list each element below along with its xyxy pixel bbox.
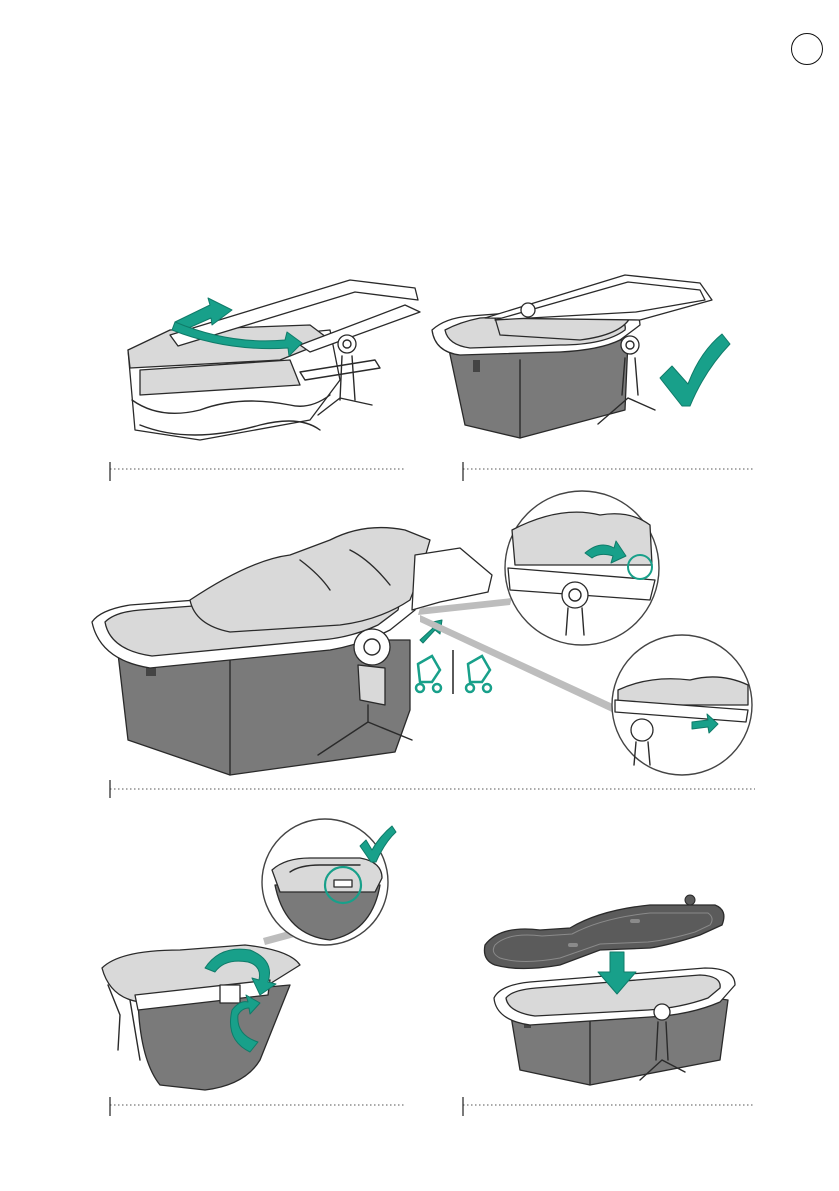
stroller-forward-icon: [416, 656, 441, 692]
step-5-illustration: [484, 895, 735, 1085]
zoom-detail-3: [262, 819, 388, 945]
zoom-detail-2: [612, 635, 752, 775]
check-mark-icon: [660, 334, 730, 406]
step-1-illustration: [128, 280, 420, 440]
step-2-illustration: [432, 275, 730, 438]
stroller-rear-icon: [466, 656, 491, 692]
step-4-illustration: [102, 819, 396, 1090]
step-3-illustration: [92, 491, 752, 775]
zoom-detail-1: [505, 491, 659, 645]
